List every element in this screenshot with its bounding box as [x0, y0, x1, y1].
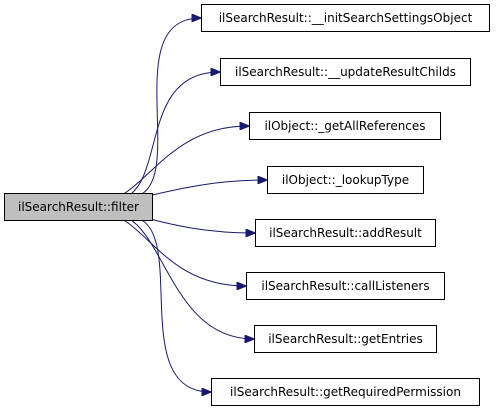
node-lookupType[interactable]: ilObject::_lookupType	[267, 166, 424, 194]
edge-to-getAllReferences	[108, 126, 248, 202]
node-label-lookupType: ilObject::_lookupType	[282, 173, 409, 187]
node-updateResultChilds[interactable]: ilSearchResult::__updateResultChilds	[220, 58, 471, 86]
node-initSearchSettingsObject[interactable]: ilSearchResult::__initSearchSettingsObje…	[201, 4, 490, 32]
node-addResult[interactable]: ilSearchResult::addResult	[255, 219, 436, 247]
node-label-addResult: ilSearchResult::addResult	[269, 226, 422, 240]
node-label-filter: ilSearchResult::filter	[18, 200, 139, 214]
node-label-getRequiredPermission: ilSearchResult::getRequiredPermission	[230, 385, 461, 399]
node-getRequiredPermission[interactable]: ilSearchResult::getRequiredPermission	[211, 378, 480, 406]
node-filter[interactable]: ilSearchResult::filter	[4, 193, 153, 221]
node-getEntries[interactable]: ilSearchResult::getEntries	[254, 325, 437, 353]
edge-to-callListeners	[108, 212, 245, 286]
node-label-callListeners: ilSearchResult::callListeners	[261, 279, 429, 293]
edge-to-updateResultChilds	[125, 72, 219, 198]
node-callListeners[interactable]: ilSearchResult::callListeners	[246, 272, 445, 300]
edge-to-getRequiredPermission	[142, 220, 211, 393]
edge-to-initSearchSettingsObject	[142, 18, 201, 194]
node-label-getAllReferences: ilObject::_getAllReferences	[264, 119, 425, 133]
node-label-getEntries: ilSearchResult::getEntries	[268, 332, 423, 346]
edge-to-getEntries	[125, 216, 253, 339]
node-getAllReferences[interactable]: ilObject::_getAllReferences	[249, 112, 441, 140]
node-label-updateResultChilds: ilSearchResult::__updateResultChilds	[235, 65, 456, 79]
node-label-initSearchSettingsObject: ilSearchResult::__initSearchSettingsObje…	[219, 11, 473, 25]
